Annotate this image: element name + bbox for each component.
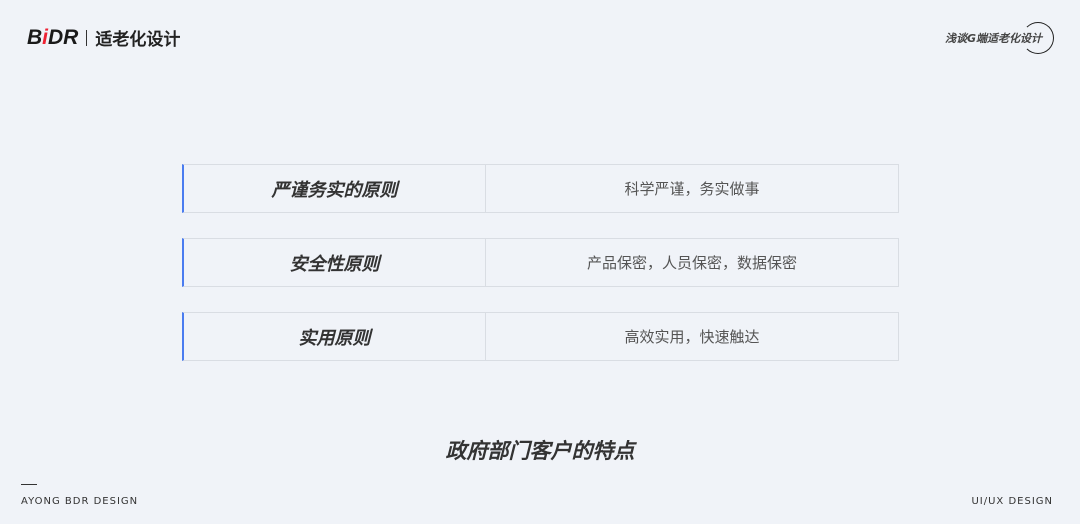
principle-name: 安全性原则 [184,239,486,286]
series-label: 浅谈G端适老化设计 [945,22,1054,54]
series-label-text: 浅谈G端适老化设计 [944,32,1042,45]
principle-desc: 科学严谨，务实做事 [624,180,760,198]
footer-divider [21,484,37,485]
circle-decoration-icon [1022,22,1054,54]
slide-caption: 政府部门客户的特点 [445,439,635,463]
principles-table: 严谨务实的原则 科学严谨，务实做事 安全性原则 产品保密，人员保密，数据保密 实… [182,164,899,386]
footer-left: AYONG BDR DESIGN [21,496,139,507]
logo-divider [86,29,88,46]
brand-logo: BiDR 适老化设计 [27,25,181,51]
principle-name: 实用原则 [184,313,486,360]
principle-row: 实用原则 高效实用，快速触达 [182,312,899,361]
principle-desc: 高效实用，快速触达 [624,328,760,346]
footer-right: UI/UX DESIGN [971,496,1053,507]
bdr-logo-mark: BiDR [27,25,79,49]
header-title: 适老化设计 [95,30,181,50]
principle-desc: 产品保密，人员保密，数据保密 [586,254,797,272]
principle-name: 严谨务实的原则 [184,165,486,212]
principle-row: 安全性原则 产品保密，人员保密，数据保密 [182,238,899,287]
principle-row: 严谨务实的原则 科学严谨，务实做事 [182,164,899,213]
